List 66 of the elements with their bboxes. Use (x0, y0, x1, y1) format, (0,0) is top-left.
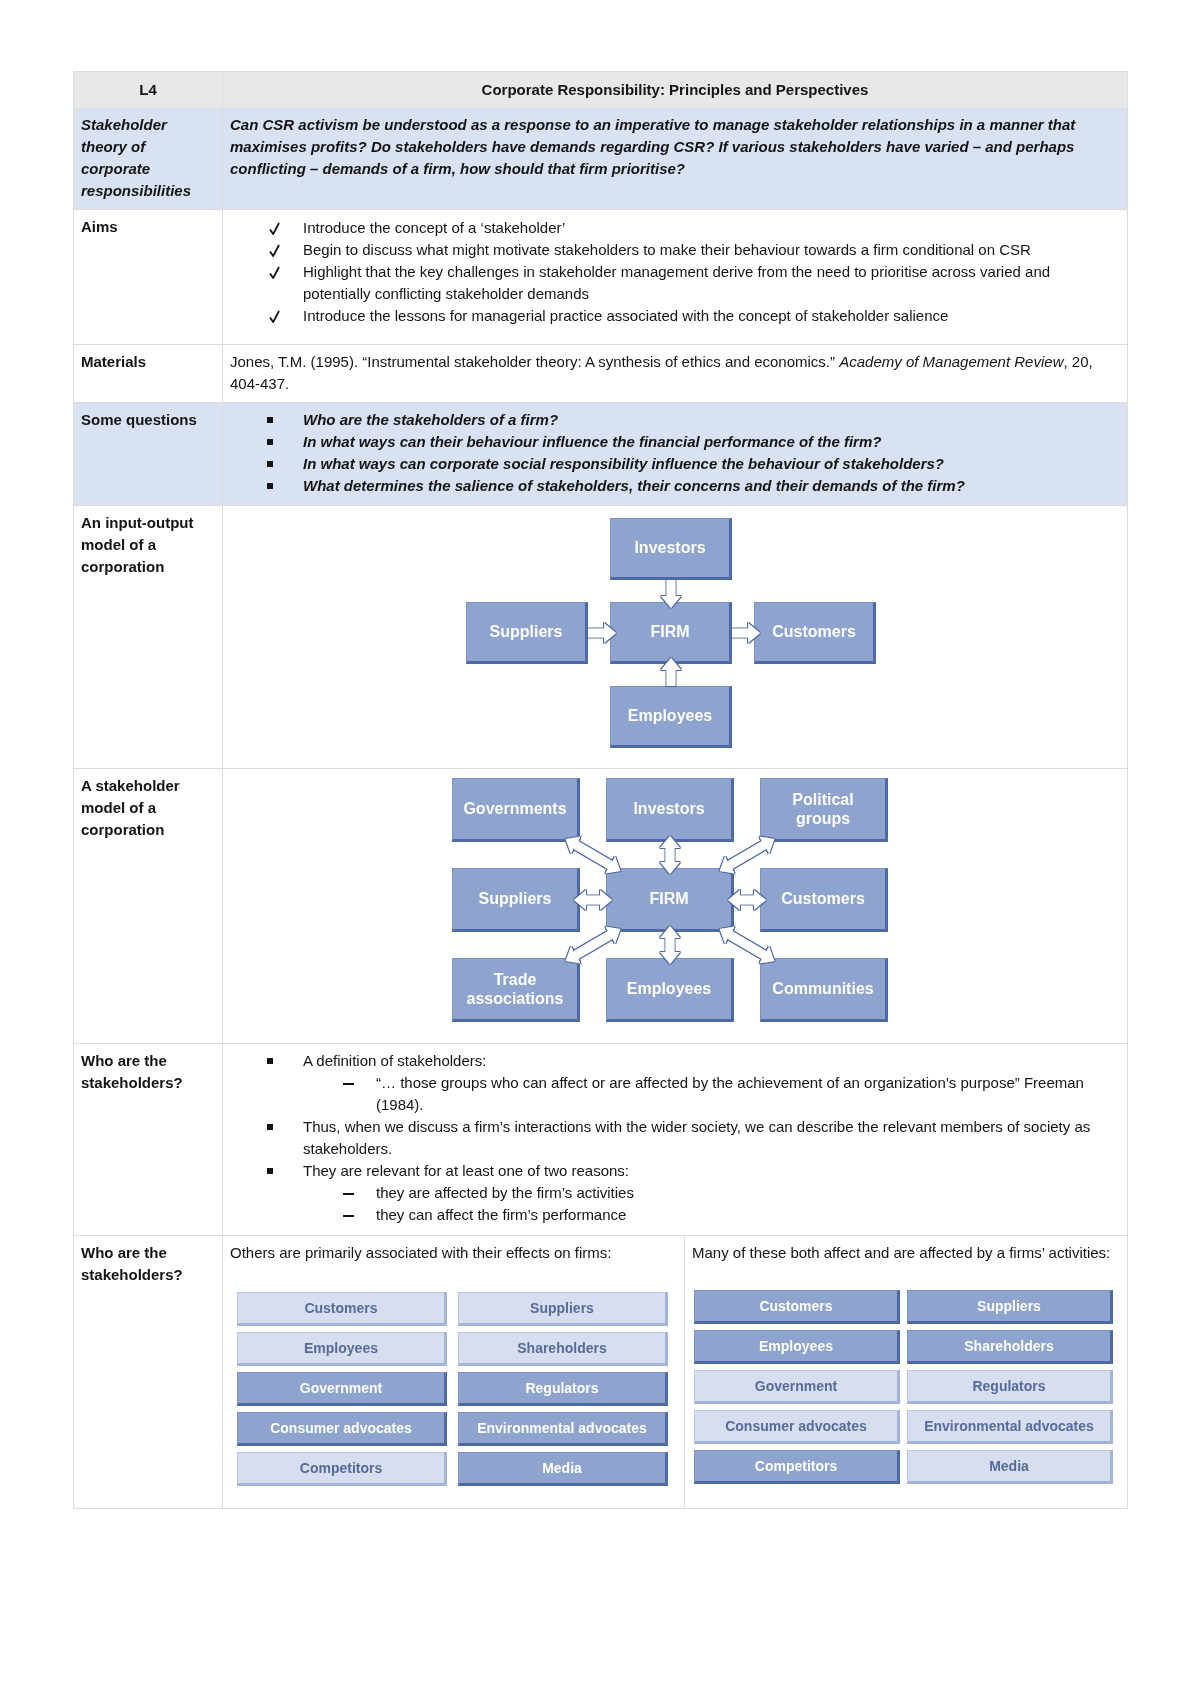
double-block-arrow (565, 926, 621, 964)
row-heading: Some questions (81, 410, 197, 430)
aim-item: Introduce the concept of a ‘stakeholder’ (303, 218, 566, 238)
dimmed-stakeholder-tile: Environmental advocates (907, 1410, 1113, 1444)
question-item: In what ways can their behaviour influence the financial performance of the firm? (303, 432, 882, 452)
dimmed-stakeholder-tile: Suppliers (458, 1292, 668, 1326)
dimmed-stakeholder-tile: Customers (237, 1292, 447, 1326)
highlighted-stakeholder-tile: Regulators (458, 1372, 668, 1406)
highlighted-stakeholder-tile: Consumer advocates (237, 1412, 447, 1446)
sub-bullet-text: they are affected by the firm’s activities (376, 1183, 634, 1203)
question-item: Who are the stakeholders of a firm? (303, 410, 559, 430)
stakeholder-box: Political groups (760, 778, 888, 842)
bullet-text: A definition of stakeholders: (303, 1051, 487, 1071)
stakeholder-box: Governments (452, 778, 580, 842)
double-block-arrow (719, 836, 775, 874)
dimmed-stakeholder-tile: Shareholders (458, 1332, 668, 1366)
dimmed-stakeholder-tile: Media (907, 1450, 1113, 1484)
lesson-code: L4 (139, 80, 157, 100)
stakeholder-box: Investors (606, 778, 734, 842)
firm-box: FIRM (606, 868, 734, 932)
stakeholder-box: Customers (754, 602, 876, 664)
row-heading: Aims (81, 217, 118, 237)
bullet-text: Thus, when we discuss a firm’s interactions with the wider society, we can describe the relevant members of society as stakeholders. (303, 1117, 1092, 1159)
dimmed-stakeholder-tile: Government (694, 1370, 900, 1404)
row-heading: Who are the stakeholders? (81, 1243, 184, 1285)
dimmed-stakeholder-tile: Employees (237, 1332, 447, 1366)
stakeholder-box: Investors (610, 518, 732, 580)
sub-bullet-text: they can affect the firm’s performance (376, 1205, 627, 1225)
row-heading: Materials (81, 352, 147, 372)
dimmed-stakeholder-tile: Regulators (907, 1370, 1113, 1404)
stakeholder-box: Employees (610, 686, 732, 748)
intro-questions: Can CSR activism be understood as a response to an imperative to manage stakeholder relationships in a manner that maximises profits? Do stakeholders have demands regarding CSR? If various stakeholders have varied – and perhaps conflicting – demands of a firm, how should that firm prioritise? (230, 115, 1077, 179)
bullet-text: They are relevant for at least one of two reasons: (303, 1161, 629, 1181)
stakeholder-box: Communities (760, 958, 888, 1022)
double-block-arrow (565, 836, 621, 874)
aim-item: Introduce the lessons for managerial practice associated with the concept of stakeholder salience (303, 306, 949, 326)
highlighted-stakeholder-tile: Shareholders (907, 1330, 1113, 1364)
stakeholder-box: Employees (606, 958, 734, 1022)
highlighted-stakeholder-tile: Government (237, 1372, 447, 1406)
sub-bullet-text: “… those groups who can affect or are affected by the achievement of an organization’s purpose” Freeman (1984). (376, 1073, 1085, 1115)
row-heading: Who are the stakeholders? (81, 1051, 184, 1093)
reference-text: Jones, T.M. (1995). “Instrumental stakeholder theory: A synthesis of ethics and economics.” Academy of Management Review, 20, 404-437. (230, 352, 1094, 394)
stakeholder-box: Customers (760, 868, 888, 932)
highlighted-stakeholder-tile: Media (458, 1452, 668, 1486)
highlighted-stakeholder-tile: Employees (694, 1330, 900, 1364)
question-item: What determines the salience of stakeholders, their concerns and their demands of the firm? (303, 476, 965, 496)
aim-item: Begin to discuss what might motivate stakeholders to make their behaviour towards a firm conditional on CSR (303, 240, 1031, 260)
highlighted-stakeholder-tile: Environmental advocates (458, 1412, 668, 1446)
row-heading: An input-output model of a corporation (81, 513, 195, 577)
cell-text: Many of these both affect and are affected by a firms’ activities: (692, 1243, 1111, 1263)
stakeholder-box: Suppliers (452, 868, 580, 932)
stakeholder-box: Trade associations (452, 958, 580, 1022)
dimmed-stakeholder-tile: Competitors (237, 1452, 447, 1486)
highlighted-stakeholder-tile: Competitors (694, 1450, 900, 1484)
highlighted-stakeholder-tile: Customers (694, 1290, 900, 1324)
question-item: In what ways can corporate social responsibility influence the behaviour of stakeholders? (303, 454, 944, 474)
aim-item: Highlight that the key challenges in stakeholder management derive from the need to prioritise across varied and potentially conflicting stakeholder demands (303, 262, 1052, 304)
stakeholder-box: Suppliers (466, 602, 588, 664)
cell-text: Others are primarily associated with their effects on firms: (230, 1243, 612, 1263)
dimmed-stakeholder-tile: Consumer advocates (694, 1410, 900, 1444)
row-heading: A stakeholder model of a corporation (81, 776, 181, 840)
table-title: Corporate Responsibility: Principles and Perspectives (481, 80, 869, 100)
row-heading: Stakeholder theory of corporate responsibilities (81, 115, 193, 201)
firm-box: FIRM (610, 602, 732, 664)
highlighted-stakeholder-tile: Suppliers (907, 1290, 1113, 1324)
double-block-arrow (719, 926, 775, 964)
